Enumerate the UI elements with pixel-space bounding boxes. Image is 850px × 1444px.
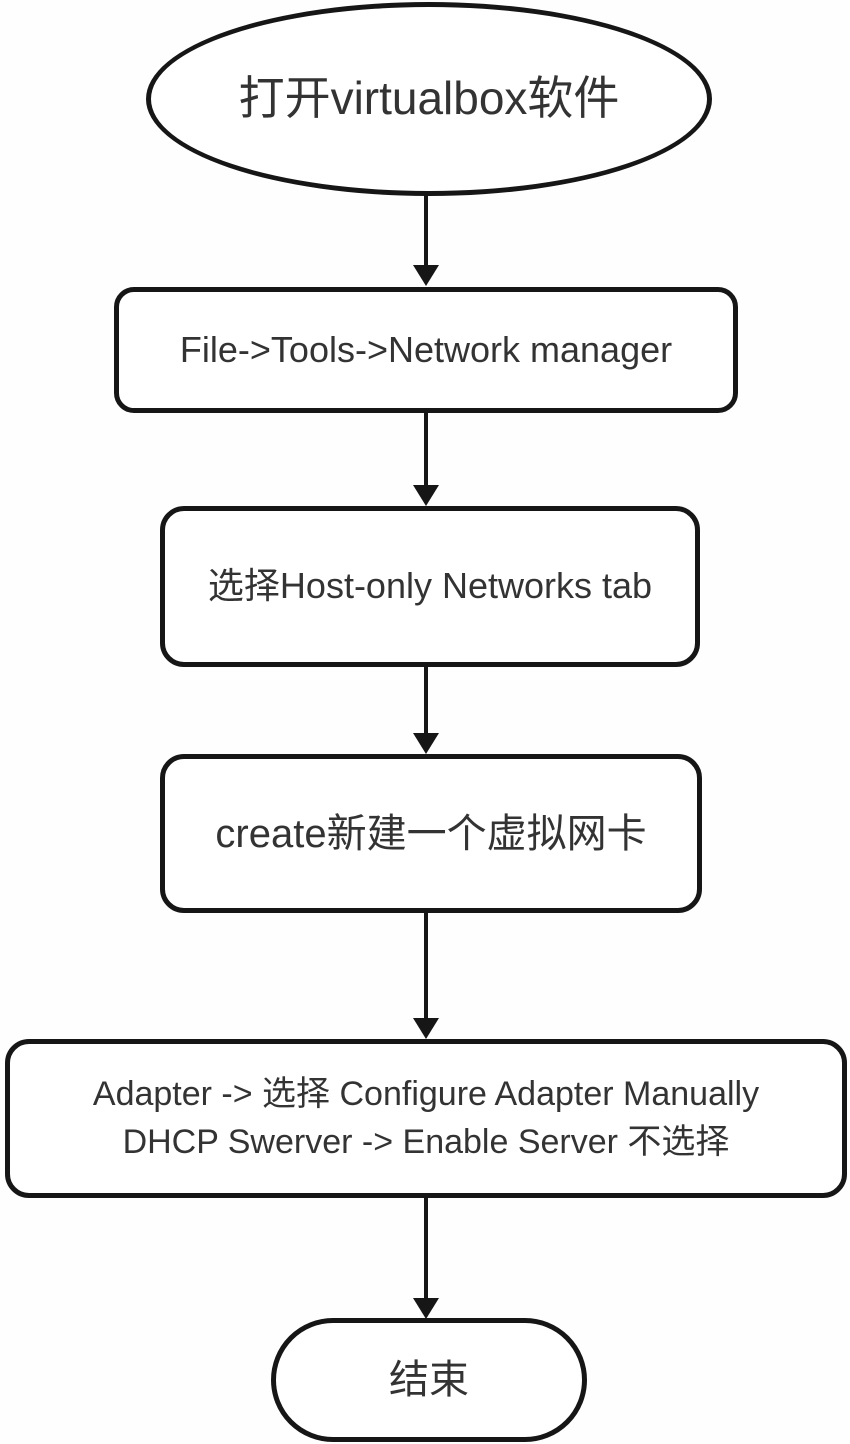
flow-node-configure-adapter-line2: DHCP Swerver -> Enable Server 不选择 <box>122 1122 730 1161</box>
flow-node-start: 打开virtualbox软件 <box>146 2 712 196</box>
flow-node-hostonly-tab: 选择Host-only Networks tab <box>160 506 700 667</box>
flow-arrow-down-icon <box>413 911 439 1039</box>
flow-node-create-adapter: create新建一个虚拟网卡 <box>160 754 702 913</box>
flow-arrow-down-icon <box>413 194 439 286</box>
flow-node-end: 结束 <box>271 1318 587 1442</box>
flow-node-hostonly-tab-label: 选择Host-only Networks tab <box>207 565 653 607</box>
flow-node-end-label: 结束 <box>389 1358 469 1402</box>
flow-node-create-adapter-label: create新建一个虚拟网卡 <box>215 811 647 856</box>
flow-node-network-manager-label: File->Tools->Network manager <box>179 328 673 370</box>
flow-arrow-down-icon <box>413 1197 439 1319</box>
flow-node-configure-adapter-line1: Adapter -> 选择 Configure Adapter Manually <box>92 1074 760 1113</box>
flow-arrow-down-icon <box>413 412 439 506</box>
flow-arrow-down-icon <box>413 666 439 754</box>
flow-node-start-label: 打开virtualbox软件 <box>238 72 620 125</box>
flow-node-configure-adapter: Adapter -> 选择 Configure Adapter Manually… <box>5 1039 847 1198</box>
flow-node-network-manager: File->Tools->Network manager <box>114 287 738 413</box>
